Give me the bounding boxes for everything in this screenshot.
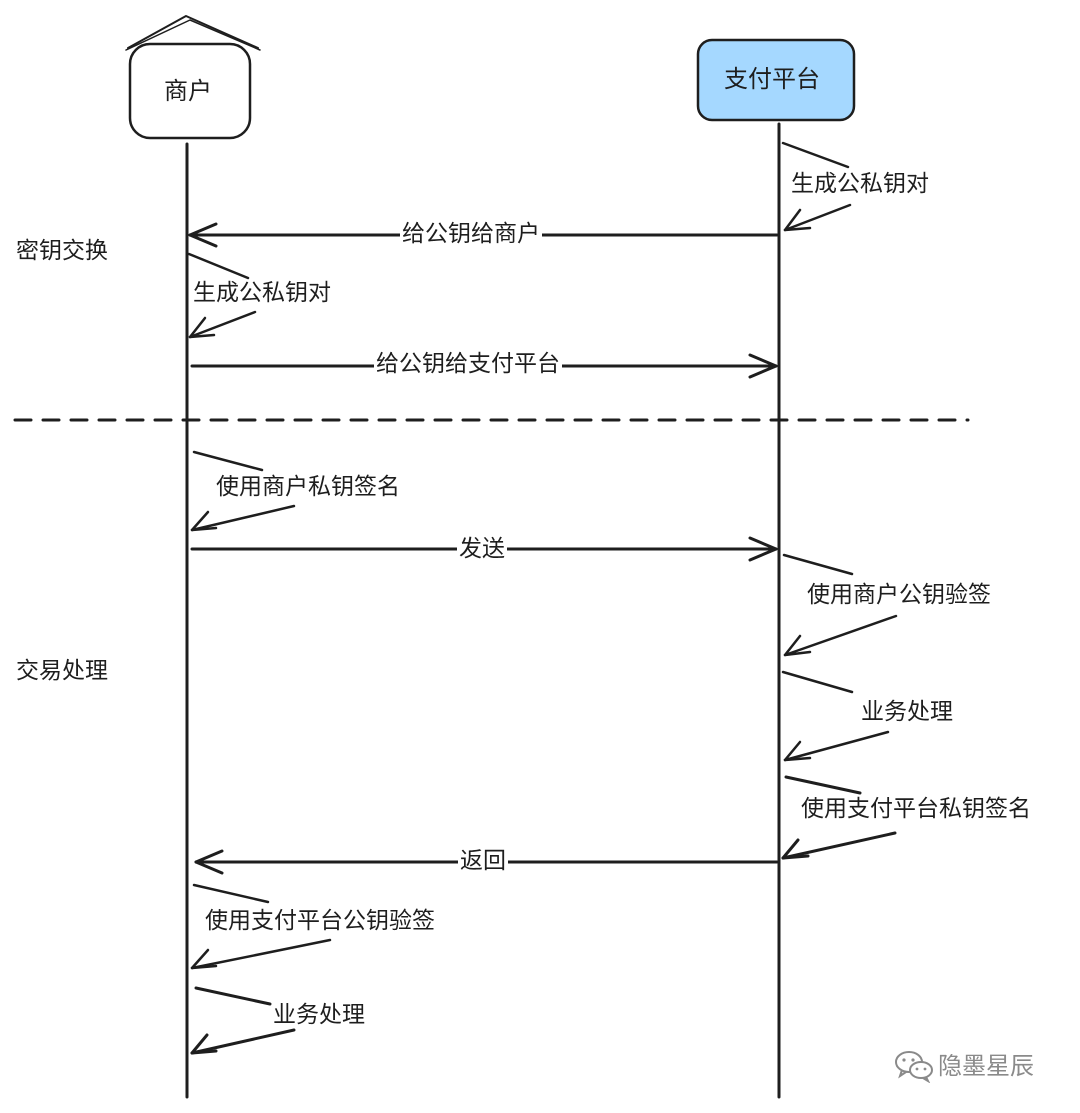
step-label-platform-sign: 使用支付平台私钥签名 xyxy=(801,796,1031,822)
self-arrow-merchant-business xyxy=(190,986,296,1055)
self-arrow-platform-generate-keypair xyxy=(781,141,852,232)
merchant-actor-box xyxy=(125,15,261,140)
watermark-text: 隐墨星辰 xyxy=(938,1052,1034,1080)
step-label-merchant-generate-keypair: 生成公私钥对 xyxy=(193,280,331,306)
step-label-merchant-verify: 使用支付平台公钥验签 xyxy=(205,908,435,934)
self-arrow-merchant-verify xyxy=(190,883,332,970)
self-arrow-merchant-sign xyxy=(190,450,296,532)
step-label-platform-generate-keypair: 生成公私钥对 xyxy=(791,171,929,197)
step-label-return: 返回 xyxy=(458,846,508,876)
step-label-merchant-sign: 使用商户私钥签名 xyxy=(216,474,400,500)
platform-actor-box xyxy=(696,38,856,122)
self-arrow-platform-business xyxy=(781,670,890,762)
step-label-give-public-key-to-merchant: 给公钥给商户 xyxy=(400,219,542,249)
merchant-actor-label: 商户 xyxy=(164,77,212,105)
self-arrow-platform-verify xyxy=(782,553,898,657)
step-label-platform-business: 业务处理 xyxy=(861,699,953,725)
wechat-icon xyxy=(895,1051,933,1083)
section-label-key-exchange: 密钥交换 xyxy=(16,238,108,264)
section-label-transaction: 交易处理 xyxy=(16,658,108,684)
step-label-merchant-business: 业务处理 xyxy=(273,1002,365,1028)
step-label-platform-verify: 使用商户公钥验签 xyxy=(807,582,991,608)
step-label-give-public-key-to-platform: 给公钥给支付平台 xyxy=(374,349,562,379)
platform-actor-label: 支付平台 xyxy=(724,65,820,93)
step-label-send: 发送 xyxy=(457,534,507,564)
self-arrow-merchant-generate-keypair xyxy=(187,252,257,339)
self-arrow-platform-sign xyxy=(781,775,897,860)
